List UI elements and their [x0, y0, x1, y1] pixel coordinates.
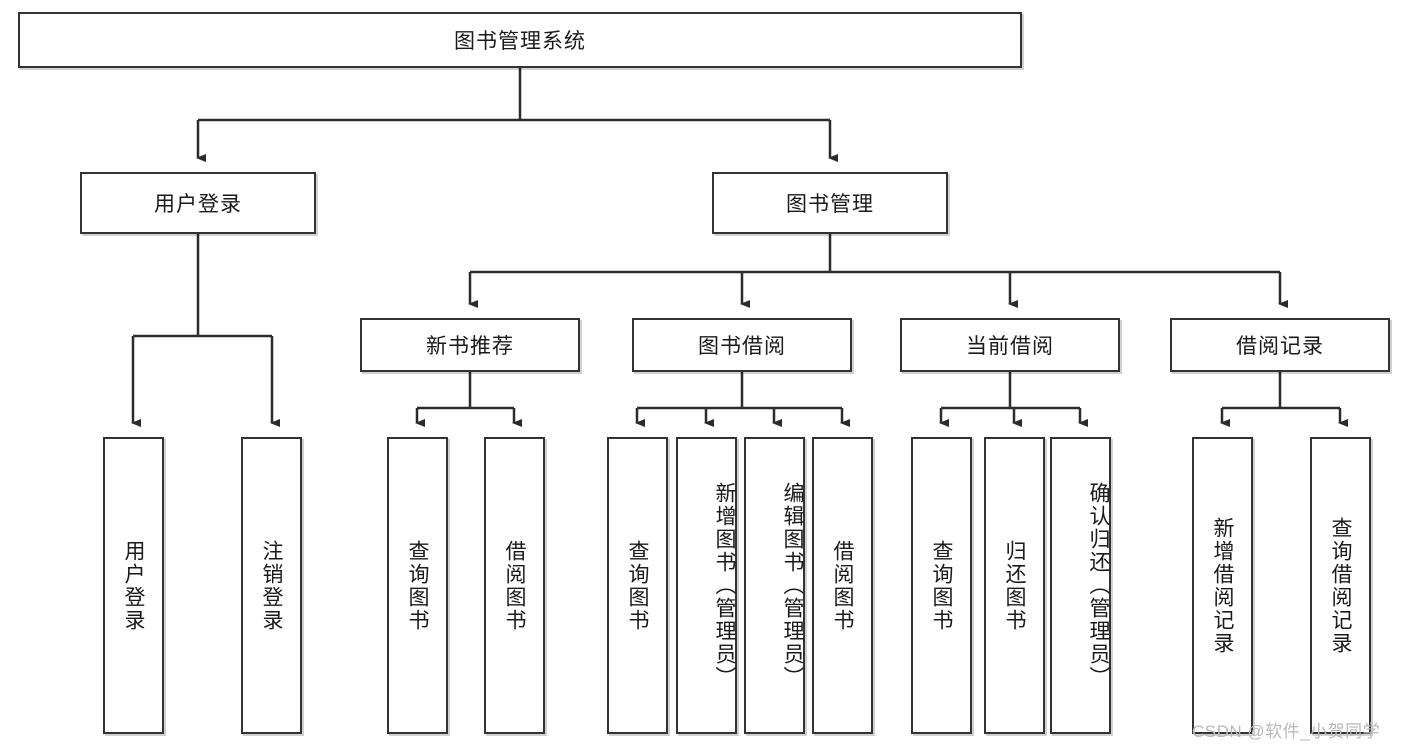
node-user-login-label: 用户登录	[154, 193, 242, 216]
node-leaf-borrow-book-label: 借阅图书	[831, 539, 854, 632]
node-leaf-query-record[interactable]: 查询借阅记录	[1310, 437, 1371, 734]
node-leaf-user-login-label: 用户登录	[122, 539, 145, 632]
node-leaf-query-book-rec-label: 查询图书	[406, 539, 429, 632]
node-book-borrow[interactable]: 图书借阅	[632, 318, 852, 372]
node-borrow-record[interactable]: 借阅记录	[1170, 318, 1390, 372]
node-leaf-borrow-book-rec[interactable]: 借阅图书	[484, 437, 545, 734]
node-leaf-add-record[interactable]: 新增借阅记录	[1192, 437, 1253, 734]
node-book-manage[interactable]: 图书管理	[712, 172, 948, 234]
node-current-borrow-label: 当前借阅	[966, 335, 1054, 358]
node-leaf-confirm-return-label: 确认归还（管理员）	[1087, 482, 1110, 689]
node-current-borrow[interactable]: 当前借阅	[900, 318, 1120, 372]
node-leaf-add-record-label: 新增借阅记录	[1211, 516, 1234, 655]
node-book-borrow-label: 图书借阅	[698, 335, 786, 358]
node-borrow-record-label: 借阅记录	[1236, 335, 1324, 358]
node-leaf-edit-book-label: 编辑图书（管理员）	[781, 482, 804, 689]
node-root-label: 图书管理系统	[454, 30, 586, 53]
node-leaf-return-book-label: 归还图书	[1003, 539, 1026, 632]
node-leaf-add-book[interactable]: 新增图书（管理员）	[676, 437, 737, 734]
node-leaf-return-book[interactable]: 归还图书	[984, 437, 1045, 734]
node-leaf-edit-book[interactable]: 编辑图书（管理员）	[744, 437, 805, 734]
node-leaf-borrow-book[interactable]: 借阅图书	[812, 437, 873, 734]
node-leaf-user-logout[interactable]: 注销登录	[241, 437, 302, 734]
node-leaf-query-book-cur-label: 查询图书	[930, 539, 953, 632]
node-user-login[interactable]: 用户登录	[80, 172, 316, 234]
node-leaf-add-book-label: 新增图书（管理员）	[713, 482, 736, 689]
node-leaf-user-login[interactable]: 用户登录	[103, 437, 164, 734]
node-leaf-confirm-return[interactable]: 确认归还（管理员）	[1050, 437, 1111, 734]
node-new-book-recommend-label: 新书推荐	[426, 335, 514, 358]
csdn-watermark: CSDN @软件_小贺同学	[1192, 722, 1381, 741]
node-new-book-recommend[interactable]: 新书推荐	[360, 318, 580, 372]
node-leaf-query-book-rec[interactable]: 查询图书	[387, 437, 448, 734]
node-leaf-query-record-label: 查询借阅记录	[1329, 516, 1352, 655]
node-book-manage-label: 图书管理	[786, 193, 874, 216]
node-root[interactable]: 图书管理系统	[18, 12, 1022, 68]
node-leaf-borrow-book-rec-label: 借阅图书	[503, 539, 526, 632]
node-leaf-query-book-label: 查询图书	[626, 539, 649, 632]
node-leaf-query-book[interactable]: 查询图书	[607, 437, 668, 734]
node-leaf-user-logout-label: 注销登录	[260, 539, 283, 632]
node-leaf-query-book-cur[interactable]: 查询图书	[911, 437, 972, 734]
